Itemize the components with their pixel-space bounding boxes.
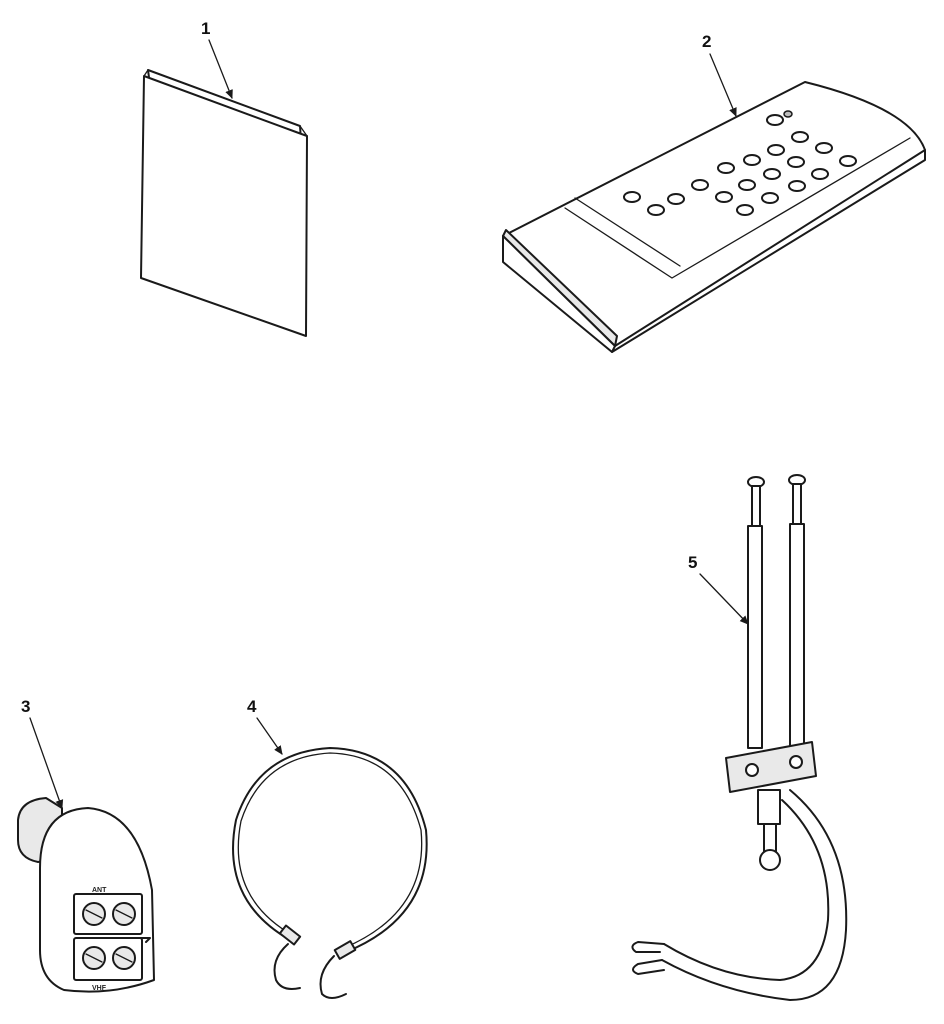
antenna-adapter-icon: ANT VHF (17, 797, 155, 993)
callout-5: 5 (688, 553, 697, 572)
leader-1 (208, 39, 233, 99)
manual-booklet-icon (140, 69, 308, 337)
part-2-remote: 2 (502, 32, 926, 353)
callout-3: 3 (21, 697, 30, 716)
rabbit-ear-antenna-icon (631, 474, 848, 1001)
remote-control-icon (502, 81, 926, 353)
part-5-rabbit-ears: 5 (631, 474, 848, 1001)
callout-2: 2 (702, 32, 711, 51)
callout-1: 1 (201, 19, 210, 38)
adapter-label-bottom: VHF (92, 985, 107, 992)
remote-buttons (623, 110, 857, 216)
part-4-loop: 4 (232, 697, 428, 999)
adapter-label-top: ANT (92, 887, 107, 894)
loop-antenna-icon (232, 747, 428, 999)
leader-5 (699, 573, 749, 625)
leader-4 (256, 717, 283, 755)
callout-4: 4 (247, 697, 257, 716)
leader-2 (709, 53, 737, 117)
part-1-manual: 1 (140, 19, 308, 337)
leader-3 (29, 717, 64, 809)
part-3-adapter: ANT VHF 3 (17, 697, 155, 993)
